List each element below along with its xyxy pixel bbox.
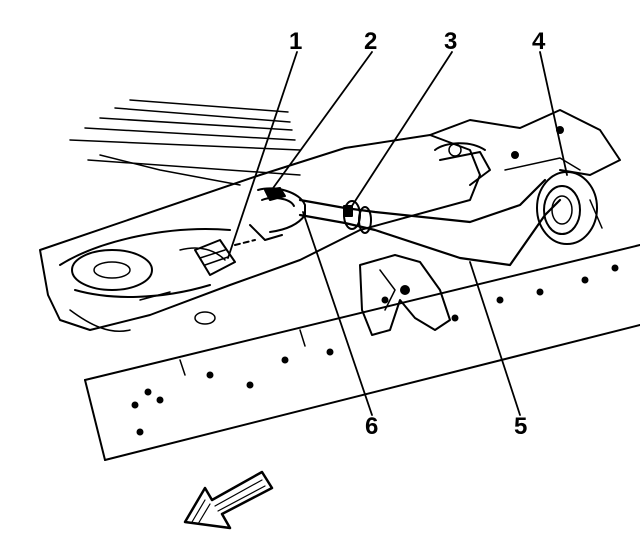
crossmember-lines	[69, 99, 301, 186]
callout-2: 2	[364, 28, 378, 55]
frame-rail	[84, 244, 640, 461]
filler-housing	[536, 171, 603, 245]
rear-crossmember	[429, 109, 621, 186]
leader-lines	[227, 51, 568, 416]
vent-connector	[194, 239, 256, 276]
fill-pipe	[298, 178, 562, 267]
fuel-tank	[39, 134, 481, 332]
callout-1: 1	[289, 28, 303, 55]
callout-5: 5	[514, 413, 528, 440]
callout-3: 3	[444, 28, 458, 55]
front-direction-arrow-icon	[183, 470, 274, 530]
mounting-bracket	[359, 254, 451, 336]
callout-4: 4	[532, 28, 546, 55]
callout-6: 6	[365, 413, 379, 440]
